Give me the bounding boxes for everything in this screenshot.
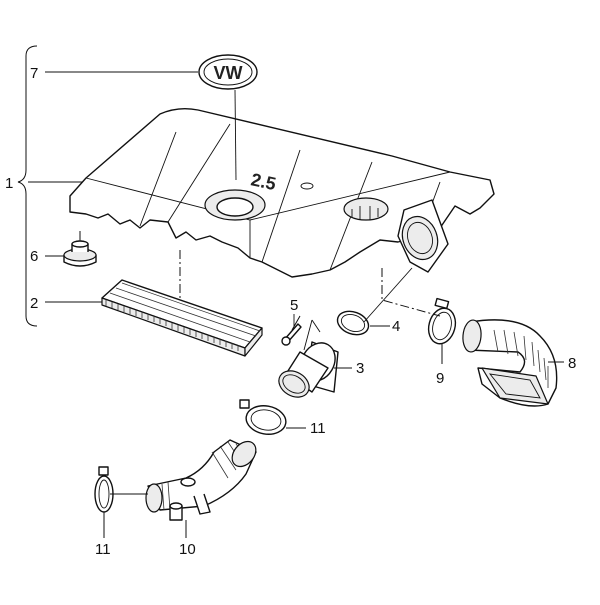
cover-air-intake [363, 199, 449, 323]
leader-lines [45, 71, 564, 538]
vw-emblem: VW [198, 54, 258, 181]
callout-2: 2 [30, 295, 38, 312]
callout-6: 6 [30, 248, 38, 265]
callout-3: 3 [356, 360, 364, 377]
group-bracket [17, 45, 82, 327]
callout-7: 7 [30, 65, 38, 82]
callout-11-lower: 11 [95, 541, 111, 558]
callout-9: 9 [436, 370, 444, 387]
air-filter-element [101, 250, 263, 357]
intake-pipe-lower [145, 439, 257, 521]
screw [281, 314, 302, 346]
callout-5: 5 [290, 297, 298, 314]
callout-11-middle: 11 [310, 420, 326, 437]
hose-clamp-upper [427, 297, 457, 345]
engine-cover: 2.5 [69, 107, 495, 278]
intake-hose-upper [381, 268, 558, 407]
callout-labels: 1 2 3 4 5 6 7 8 9 10 11 11 [5, 65, 576, 558]
callout-8: 8 [568, 355, 576, 372]
callout-10: 10 [179, 541, 196, 558]
callout-4: 4 [392, 318, 400, 335]
air-mass-meter [278, 319, 339, 398]
hose-clamp-lower [94, 466, 114, 513]
hose-clamp-middle [239, 399, 287, 435]
o-ring [336, 310, 370, 336]
rubber-grommet [63, 228, 97, 267]
callout-1: 1 [5, 175, 13, 192]
vw-emblem-letters: VW [214, 63, 243, 83]
